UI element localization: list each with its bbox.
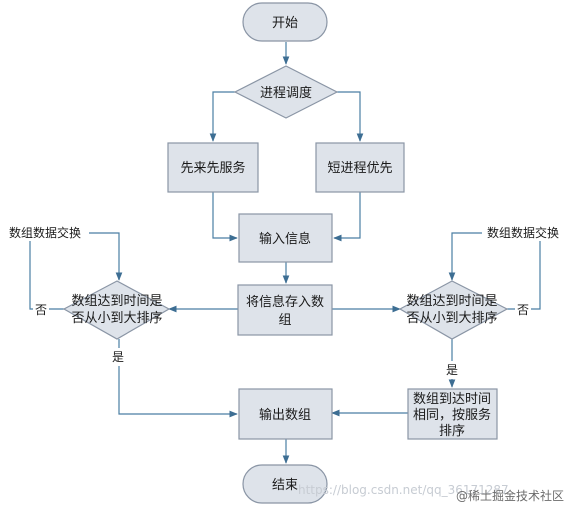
sjf-label: 短进程优先 [327, 161, 392, 176]
store-label-line2: 组 [278, 313, 291, 328]
input-node [238, 213, 333, 263]
sort-left-decision [62, 280, 171, 340]
yes-left-label: 是 [112, 350, 124, 364]
schedule-decision [233, 65, 339, 119]
sort-left-label-line1: 数组达到时间是 [71, 294, 162, 309]
edge-sjf-input [333, 192, 361, 242]
edge-sortleft-output [118, 339, 238, 418]
start-node [242, 2, 328, 42]
sort-right-decision [398, 280, 509, 340]
no-right-label: 否 [517, 303, 529, 317]
output-node [238, 388, 333, 440]
same-time-label-line3: 排序 [439, 424, 465, 439]
start-label: 开始 [272, 16, 298, 31]
input-label: 输入信息 [259, 231, 311, 247]
store-label-line1: 将信息存入数 [246, 294, 324, 310]
end-label: 结束 [272, 478, 298, 493]
output-label: 输出数组 [259, 407, 311, 423]
yes-right-label: 是 [446, 363, 458, 377]
same-time-node [407, 388, 498, 440]
sort-right-label-line2: 否从小到大排序 [406, 311, 497, 326]
watermark-brand: @稀土掘金技术社区 [456, 488, 564, 503]
same-time-label-line1: 数组到达时间 [413, 392, 491, 407]
fcfs-node [167, 142, 259, 193]
store-node [237, 284, 333, 336]
fcfs-label: 先来先服务 [180, 160, 245, 176]
same-time-label-line2: 相同，按服务 [413, 407, 491, 423]
end-node [242, 464, 328, 504]
edge-schedule-sjf [337, 91, 364, 142]
sjf-node [315, 142, 405, 193]
sort-right-label-line1: 数组达到时间是 [406, 294, 497, 309]
watermark-url: https://blog.csdn.net/qq_36171287 [298, 483, 509, 497]
swap-right-label: 数组数据交换 [487, 225, 559, 240]
schedule-label: 进程调度 [260, 85, 312, 101]
no-left-label: 否 [35, 303, 47, 317]
sort-left-label-line2: 否从小到大排序 [71, 311, 162, 326]
edge-fcfs-input [212, 192, 238, 242]
swap-left-label: 数组数据交换 [9, 225, 81, 240]
edge-schedule-fcfs [209, 91, 235, 142]
